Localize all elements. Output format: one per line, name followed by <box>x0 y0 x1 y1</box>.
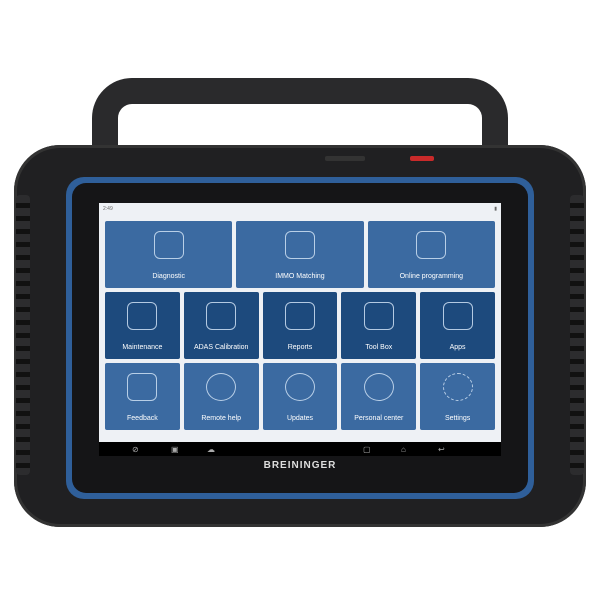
cube-icon <box>442 302 473 330</box>
download-icon <box>284 373 315 401</box>
status-time: 2:49 <box>103 206 113 212</box>
brand-logo: BREININGER <box>263 460 337 471</box>
tile-label: Remote help <box>201 415 242 422</box>
adas-icon <box>206 302 237 330</box>
tile-updates[interactable]: Updates <box>262 363 338 430</box>
tile-label: Maintenance <box>122 344 163 351</box>
gallery-icon[interactable]: ▣ <box>171 444 179 454</box>
recents-icon[interactable]: ▢ <box>363 444 371 454</box>
tile-adas-calibration[interactable]: ADAS Calibration <box>183 292 259 359</box>
back-icon[interactable]: ↩ <box>438 444 445 454</box>
screen: 2:49 ▮ Diagnostic IMMO Matching Online pr… <box>99 203 501 456</box>
right-grip <box>570 195 584 475</box>
battery-icon: ▮ <box>494 206 497 212</box>
tile-apps[interactable]: Apps <box>420 292 495 359</box>
left-grip <box>16 195 30 475</box>
tile-maintenance[interactable]: Maintenance <box>105 292 180 359</box>
tile-label: Feedback <box>127 415 158 422</box>
vci-icon[interactable]: ☁ <box>207 444 215 454</box>
navigation-bar: ⊘ ▣ ☁ ▢ ⌂ ↩ <box>99 442 501 456</box>
tile-label: Tool Box <box>365 344 393 351</box>
tile-row-3: Feedback Remote help Updates Personal ce… <box>105 363 495 430</box>
tile-label: IMMO Matching <box>275 273 325 280</box>
tile-reports[interactable]: Reports <box>262 292 338 359</box>
tile-diagnostic[interactable]: Diagnostic <box>105 221 233 288</box>
tile-label: Apps <box>449 344 466 351</box>
tile-row-1: Diagnostic IMMO Matching Online programm… <box>105 221 495 288</box>
tile-label: ADAS Calibration <box>193 344 249 351</box>
tile-label: Personal center <box>354 415 404 422</box>
tile-settings[interactable]: Settings <box>420 363 495 430</box>
home-icon[interactable]: ⌂ <box>401 444 406 454</box>
power-button[interactable] <box>410 156 434 161</box>
report-icon <box>284 302 315 330</box>
tile-remote-help[interactable]: Remote help <box>183 363 259 430</box>
tile-label: Reports <box>287 344 313 351</box>
car-binary-icon <box>416 231 447 259</box>
tile-label: Settings <box>444 415 471 422</box>
headset-icon <box>206 373 237 401</box>
tile-personal-center[interactable]: Personal center <box>341 363 417 430</box>
tile-feedback[interactable]: Feedback <box>105 363 180 430</box>
tile-immo-matching[interactable]: IMMO Matching <box>236 221 364 288</box>
car-scan-icon <box>153 231 184 259</box>
gear-icon <box>442 373 473 401</box>
user-icon <box>363 373 394 401</box>
feedback-icon <box>127 373 158 401</box>
tile-row-2: Maintenance ADAS Calibration Reports Too… <box>105 292 495 359</box>
tile-online-programming[interactable]: Online programming <box>367 221 495 288</box>
status-bar: 2:49 ▮ <box>99 203 501 217</box>
browser-icon[interactable]: ⊘ <box>132 444 139 454</box>
tile-label: Online programming <box>399 273 464 280</box>
tile-label: Diagnostic <box>152 273 185 280</box>
tile-tool-box[interactable]: Tool Box <box>341 292 417 359</box>
volume-button[interactable] <box>325 156 365 161</box>
maintenance-icon <box>127 302 158 330</box>
toolbox-icon <box>363 302 394 330</box>
tile-label: Updates <box>286 415 314 422</box>
car-lock-icon <box>284 231 315 259</box>
